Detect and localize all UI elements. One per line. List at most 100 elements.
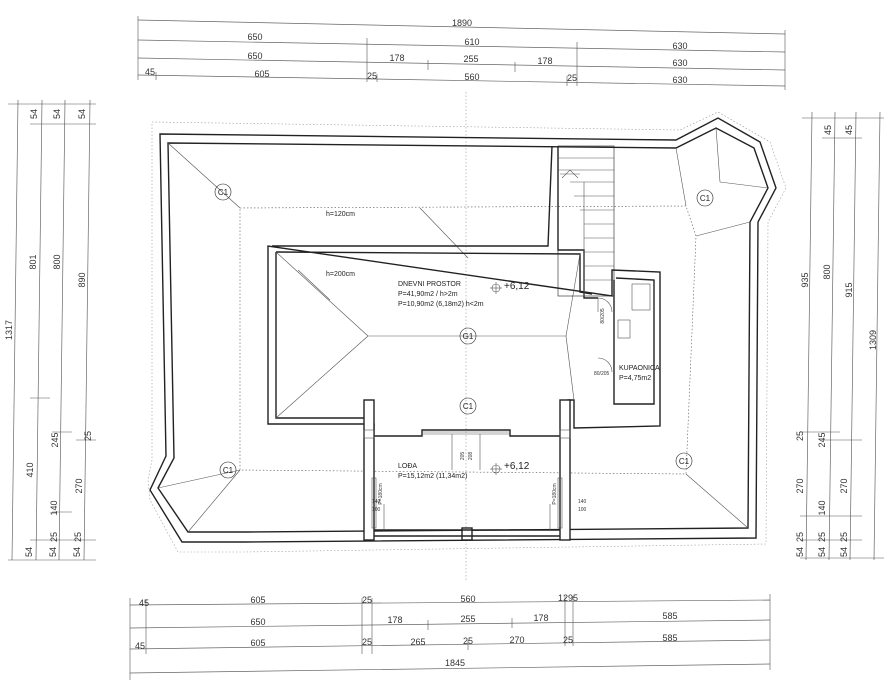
dim-bottom-b4: 178 xyxy=(533,613,548,623)
tag-c1-top-right: C1 xyxy=(696,189,714,207)
tag-c1-bottom-right: C1 xyxy=(675,452,693,470)
tag-circle-icon xyxy=(214,183,232,201)
tag-text: G1 xyxy=(463,332,474,341)
dim-right-total: 1309 xyxy=(868,330,878,350)
dim-left-b3: 245 xyxy=(50,432,60,447)
window-label-1: 140 xyxy=(372,499,381,505)
level-value-lodja: +6,12 xyxy=(504,461,530,472)
dim-right-b2: 800 xyxy=(822,264,832,279)
dim-right-a5: 54 xyxy=(795,547,805,557)
tag-circle-icon xyxy=(219,461,237,479)
tag-g1-center: G1 xyxy=(459,327,477,345)
top-dimension-chains: 1890 650 610 630 650 178 255 178 630 45 … xyxy=(137,16,786,90)
dim-left-b6: 54 xyxy=(48,547,58,557)
tag-text: C1 xyxy=(679,457,690,466)
tag-text: C1 xyxy=(223,466,234,475)
tag-c1-center: C1 xyxy=(459,397,477,415)
tag-text: C1 xyxy=(218,188,229,197)
tag-c1-bottom-left: C1 xyxy=(219,461,237,479)
dim-bottom-c4: 265 xyxy=(410,637,425,647)
door-label-2: 80/205 xyxy=(594,371,610,377)
window-label-4: 100 xyxy=(578,507,587,513)
dim-bottom-a5: 1295 xyxy=(558,593,578,603)
dim-bottom-total: 1845 xyxy=(445,658,465,668)
tag-circle-icon xyxy=(459,327,477,345)
bathroom-fixtures xyxy=(597,283,651,373)
roof-outline xyxy=(147,111,787,553)
height-label-120: h=120cm xyxy=(326,211,355,218)
dim-top-c6: 630 xyxy=(672,75,687,85)
dim-right-a1: 935 xyxy=(800,272,810,287)
dim-right-c2: 915 xyxy=(844,282,854,297)
dim-top-c5: 25 xyxy=(567,73,577,83)
dim-bottom-c1: 45 xyxy=(135,641,145,651)
tag-circle-icon xyxy=(675,452,693,470)
left-dimension-chains: 1317 54 801 410 54 54 800 245 140 25 54 … xyxy=(4,99,96,561)
dim-right-b6: 54 xyxy=(817,547,827,557)
dim-bottom-b3: 255 xyxy=(460,614,475,624)
dim-bottom-b5: 585 xyxy=(662,611,677,621)
dim-left-a3: 410 xyxy=(25,462,35,477)
room-area-kupaonica: P=4,75m2 xyxy=(619,375,651,382)
dim-bottom-b2: 178 xyxy=(387,615,402,625)
level-marker-upper: +6,12 xyxy=(490,281,530,294)
dim-left-b4: 140 xyxy=(49,500,59,515)
dim-right-b5: 25 xyxy=(817,532,827,542)
bottom-dimension-chains: 45 605 25 560 1295 650 178 255 178 585 4… xyxy=(129,593,771,680)
dim-top-c4: 560 xyxy=(464,72,479,82)
dim-bottom-c6: 270 xyxy=(509,635,524,645)
lodja xyxy=(363,399,571,541)
dim-bottom-c2: 605 xyxy=(250,638,265,648)
room-name-dnevni: DNEVNI PROSTOR xyxy=(398,281,461,288)
railing-label-2: P=180cm xyxy=(552,483,558,504)
dim-top-b3: 255 xyxy=(463,54,478,64)
dim-right-b3: 245 xyxy=(817,432,827,447)
room-name-kupaonica: KUPAONICA xyxy=(619,365,660,372)
dim-right-a3: 270 xyxy=(795,478,805,493)
dim-bottom-a2: 605 xyxy=(250,595,265,605)
dim-top-a2: 610 xyxy=(464,37,479,47)
dim-top-a1: 650 xyxy=(247,32,262,42)
tag-c1-top-left: C1 xyxy=(214,183,232,201)
railing-label-1: P=180cm xyxy=(378,483,384,504)
staircase xyxy=(557,145,615,297)
dim-top-b4: 178 xyxy=(537,56,552,66)
window-label-3: 140 xyxy=(578,499,587,505)
dim-right-c4: 25 xyxy=(839,532,849,542)
dim-top-c2: 605 xyxy=(254,69,269,79)
dim-right-a2: 25 xyxy=(795,431,805,441)
center-label-1: 205 xyxy=(460,452,466,461)
dim-left-a4: 54 xyxy=(24,547,34,557)
level-marker-lodja: +6,12 xyxy=(490,461,530,475)
dim-top-total: 1890 xyxy=(452,18,472,28)
dim-left-c5: 25 xyxy=(73,532,83,542)
dim-left-c1: 54 xyxy=(77,109,87,119)
tag-text: C1 xyxy=(700,194,711,203)
dim-bottom-b1: 650 xyxy=(250,617,265,627)
upper-volume xyxy=(267,145,661,437)
dim-right-a4: 25 xyxy=(795,532,805,542)
dim-right-b4: 140 xyxy=(817,500,827,515)
dim-right-c3: 270 xyxy=(839,478,849,493)
dim-left-a1: 54 xyxy=(29,109,39,119)
room-area-dnevni-1: P=41,90m2 / h>2m xyxy=(398,291,458,298)
dim-left-c2: 890 xyxy=(77,272,87,287)
dim-left-b5: 25 xyxy=(49,532,59,542)
dim-top-b5: 630 xyxy=(672,58,687,68)
dim-top-a3: 630 xyxy=(672,41,687,51)
dim-top-b2: 178 xyxy=(389,53,404,63)
dim-right-b1: 45 xyxy=(823,125,833,135)
level-value-upper: +6,12 xyxy=(504,281,530,292)
dim-bottom-a1: 45 xyxy=(139,598,149,608)
dim-bottom-a3: 25 xyxy=(362,595,372,605)
dim-top-b1: 650 xyxy=(247,51,262,61)
dim-left-total: 1317 xyxy=(4,320,14,340)
dim-right-c1: 45 xyxy=(844,125,854,135)
upper-hip-lines xyxy=(275,251,581,419)
dim-top-c3: 25 xyxy=(367,71,377,81)
room-area-dnevni-2: P=10,90m2 (6,18m2) h<2m xyxy=(398,301,484,308)
door-label-1: 80/205 xyxy=(600,308,606,324)
dim-left-b2: 800 xyxy=(52,254,62,269)
roof-hip-lines xyxy=(157,127,769,533)
